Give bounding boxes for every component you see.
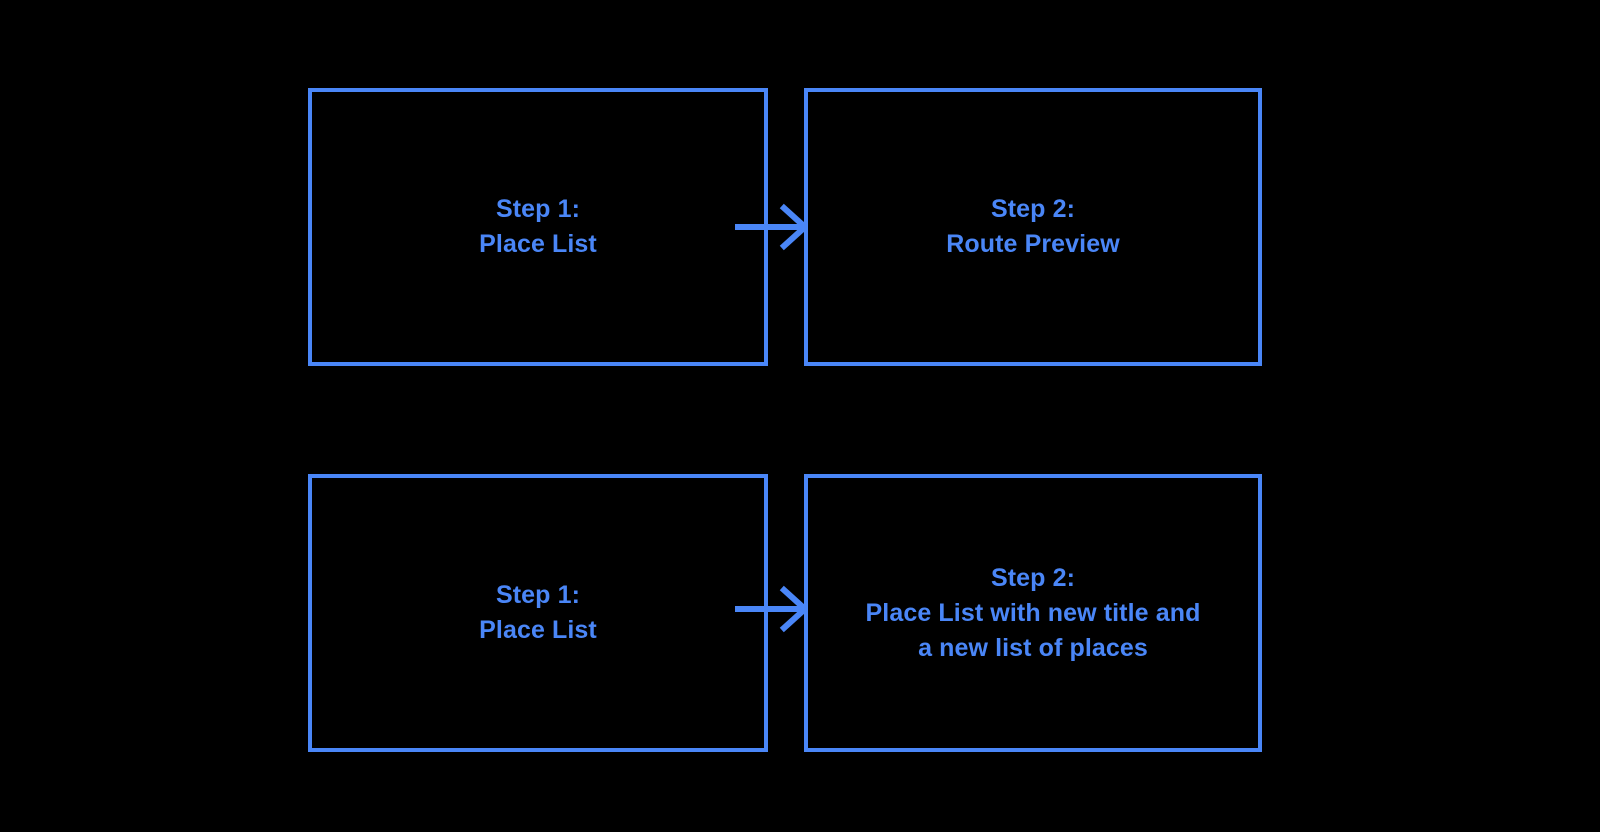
flow-row-place-list-update: Step 1: Place List Step 2: Place List wi… [0, 474, 1600, 752]
step-box-step-1-place-list[interactable]: Step 1: Place List [308, 88, 768, 366]
step-box-label: Step 2: Place List with new title and a … [865, 563, 1201, 662]
step-box-step-2-route-preview[interactable]: Step 2: Route Preview [804, 88, 1262, 366]
step-box-label: Step 1: Place List [479, 581, 597, 644]
step-box-step-2-place-list-updated[interactable]: Step 2: Place List with new title and a … [804, 474, 1262, 752]
step-box-label: Step 2: Route Preview [946, 195, 1120, 258]
flow-row-route-preview: Step 1: Place List Step 2: Route Preview [0, 88, 1600, 366]
connector-arrow-row-2 [735, 585, 810, 633]
connector-arrow-row-1 [735, 203, 810, 251]
step-box-step-1-place-list[interactable]: Step 1: Place List [308, 474, 768, 752]
step-box-label: Step 1: Place List [479, 195, 597, 258]
